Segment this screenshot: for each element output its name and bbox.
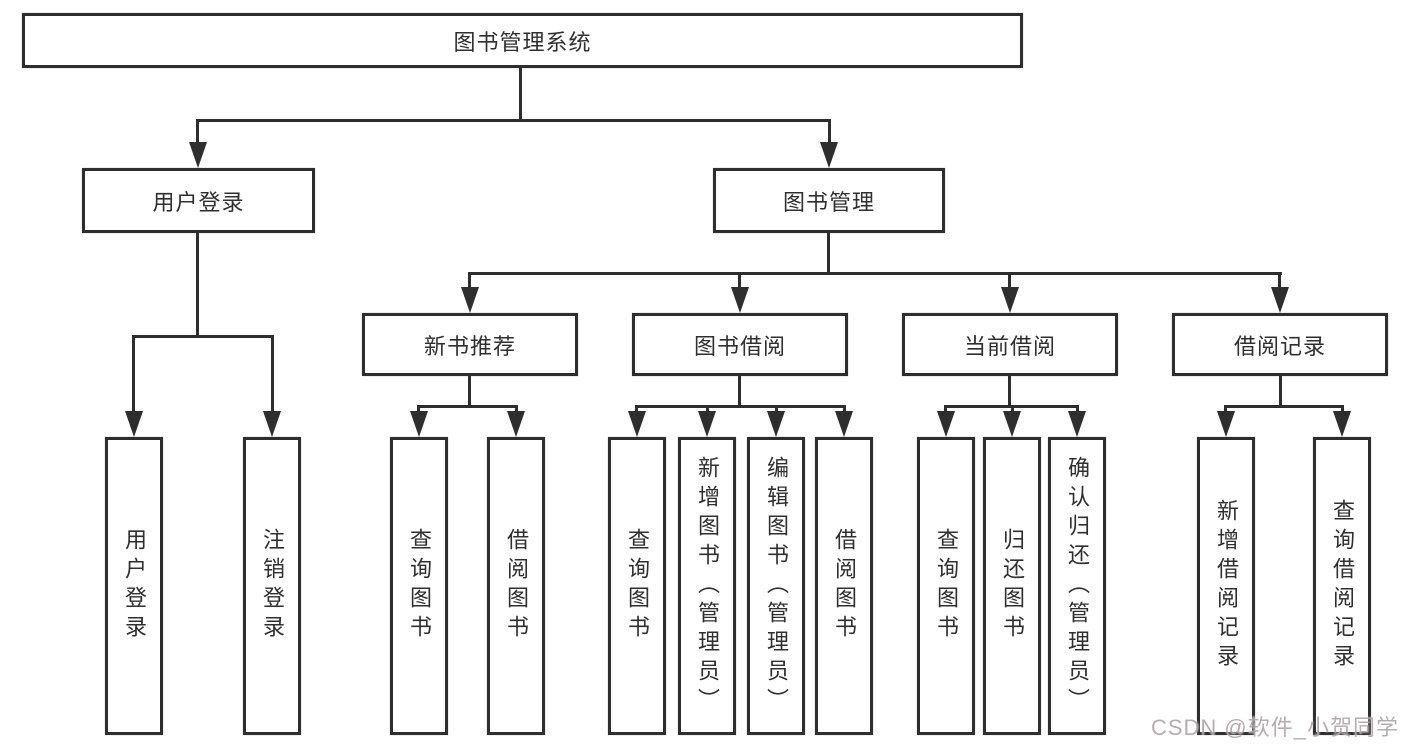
connector-line	[468, 272, 1282, 275]
arrowhead-icon	[767, 411, 785, 437]
node-book-management: 图书管理	[713, 168, 945, 233]
node-current-borrowing: 当前借阅	[902, 313, 1118, 376]
connector-line	[706, 405, 709, 414]
node-borrowing-records: 借阅记录	[1172, 313, 1388, 376]
connector-line	[828, 119, 831, 147]
arrowhead-icon	[1333, 411, 1351, 437]
leaf-confirm-return-admin: 确认归还（管理员）	[1048, 437, 1106, 735]
arrowhead-icon	[461, 287, 479, 313]
connector-line	[944, 405, 947, 414]
connector-line	[738, 272, 741, 290]
connector-line	[738, 376, 741, 407]
node-root-library-management-system: 图书管理系统	[22, 13, 1023, 68]
connector-line	[417, 405, 420, 414]
leaf-add-books-admin: 新增图书（管理员）	[678, 437, 736, 735]
connector-line	[1008, 376, 1011, 407]
arrowhead-icon	[263, 411, 281, 437]
connector-line	[1278, 272, 1281, 290]
leaf-query-books-borrowing: 查询图书	[608, 437, 666, 735]
csdn-watermark: CSDN @软件_小贺同学	[1150, 715, 1399, 740]
leaf-edit-books-admin: 编辑图书（管理员）	[747, 437, 805, 735]
connector-line	[196, 119, 199, 147]
leaf-borrow-books-recommend: 借阅图书	[487, 437, 545, 735]
leaf-query-books-recommend: 查询图书	[390, 437, 448, 735]
node-new-book-recommendation: 新书推荐	[362, 313, 578, 376]
connector-line	[1076, 405, 1079, 414]
arrowhead-icon	[1217, 411, 1235, 437]
connector-line	[827, 233, 830, 272]
leaf-logout: 注销登录	[243, 437, 301, 735]
connector-line	[197, 119, 831, 122]
arrowhead-icon	[1068, 411, 1086, 437]
connector-line	[635, 405, 846, 408]
leaf-borrow-books: 借阅图书	[815, 437, 873, 735]
connector-line	[1008, 272, 1011, 290]
arrowhead-icon	[125, 411, 143, 437]
arrowhead-icon	[820, 142, 838, 168]
arrowhead-icon	[1003, 411, 1021, 437]
connector-line	[1341, 405, 1344, 414]
connector-line	[1279, 376, 1282, 407]
node-user-login: 用户登录	[82, 168, 315, 233]
connector-line	[843, 405, 846, 414]
arrowhead-icon	[698, 411, 716, 437]
arrowhead-icon	[410, 411, 428, 437]
leaf-query-borrow-record: 查询借阅记录	[1313, 437, 1371, 735]
arrowhead-icon	[731, 287, 749, 313]
arrowhead-icon	[507, 411, 525, 437]
leaf-user-login: 用户登录	[105, 437, 163, 735]
connector-line	[1224, 405, 1344, 408]
connector-line	[519, 68, 522, 119]
connector-line	[635, 405, 638, 414]
connector-line	[271, 335, 274, 413]
leaf-return-books: 归还图书	[983, 437, 1041, 735]
connector-line	[1224, 405, 1227, 414]
arrowhead-icon	[835, 411, 853, 437]
arrowhead-icon	[1271, 287, 1289, 313]
arrowhead-icon	[628, 411, 646, 437]
connector-line	[196, 233, 199, 335]
connector-line	[132, 335, 135, 413]
arrowhead-icon	[937, 411, 955, 437]
connector-line	[468, 376, 471, 407]
arrowhead-icon	[1001, 287, 1019, 313]
leaf-add-borrow-record: 新增借阅记录	[1197, 437, 1255, 735]
connector-line	[1011, 405, 1014, 414]
arrowhead-icon	[189, 142, 207, 168]
connector-line	[775, 405, 778, 414]
leaf-query-books-current: 查询图书	[917, 437, 975, 735]
connector-line	[468, 272, 471, 290]
node-book-borrowing: 图书借阅	[632, 313, 848, 376]
connector-line	[515, 405, 518, 414]
connector-line	[133, 335, 274, 338]
connector-line	[417, 405, 518, 408]
